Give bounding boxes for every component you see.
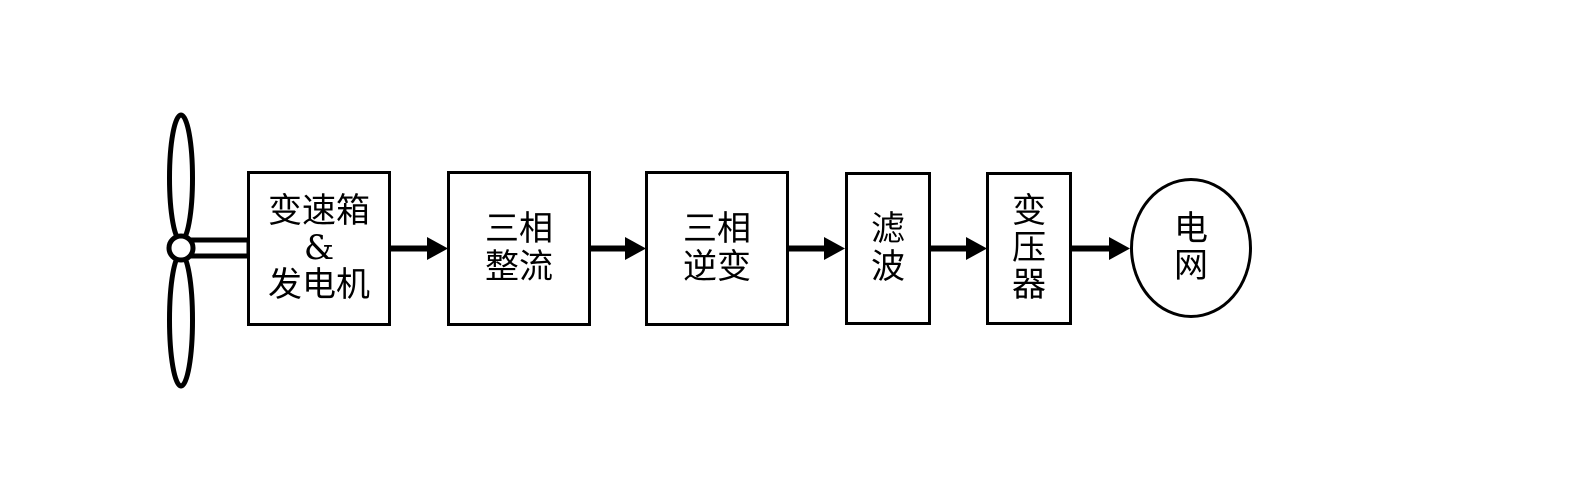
- arrow-filter-to-transformer: [930, 237, 987, 260]
- node-gearbox-generator-line-2: &: [303, 227, 335, 268]
- node-transformer[interactable]: 变 压 器: [986, 172, 1072, 325]
- node-transformer-line-3: 器: [1012, 265, 1046, 306]
- node-filter-line-1: 滤: [871, 209, 905, 250]
- node-three-phase-rectifier-line-2: 整流: [485, 246, 553, 287]
- node-transformer-line-1: 变: [1012, 190, 1046, 231]
- node-gearbox-generator-line-3: 发电机: [268, 265, 370, 306]
- node-filter-line-2: 波: [871, 246, 905, 287]
- arrow-rectifier-to-inverter: [590, 237, 646, 260]
- node-transformer-line-2: 压: [1012, 227, 1046, 268]
- wind-turbine-icon: [166, 112, 252, 389]
- node-three-phase-rectifier-line-1: 三相: [485, 209, 553, 250]
- node-power-grid-line-2: 网: [1174, 246, 1208, 286]
- connector-arrows: [390, 237, 1130, 260]
- turbine-hub: [166, 233, 196, 263]
- node-gearbox-generator[interactable]: 变速箱 & 发电机: [247, 171, 391, 326]
- node-wind-turbine[interactable]: [158, 110, 206, 392]
- node-power-grid[interactable]: 电 网: [1130, 178, 1252, 318]
- arrow-gearbox-to-rectifier: [390, 237, 448, 260]
- arrow-inverter-to-filter: [788, 237, 845, 260]
- node-three-phase-inverter-line-1: 三相: [683, 209, 751, 250]
- node-three-phase-inverter[interactable]: 三相 逆变: [645, 171, 789, 326]
- node-power-grid-line-1: 电: [1174, 208, 1208, 249]
- node-three-phase-rectifier[interactable]: 三相 整流: [447, 171, 591, 326]
- arrow-transformer-to-grid: [1071, 237, 1130, 260]
- node-filter[interactable]: 滤 波: [845, 172, 931, 325]
- node-gearbox-generator-line-1: 变速箱: [268, 190, 370, 231]
- node-three-phase-inverter-line-2: 逆变: [683, 246, 751, 287]
